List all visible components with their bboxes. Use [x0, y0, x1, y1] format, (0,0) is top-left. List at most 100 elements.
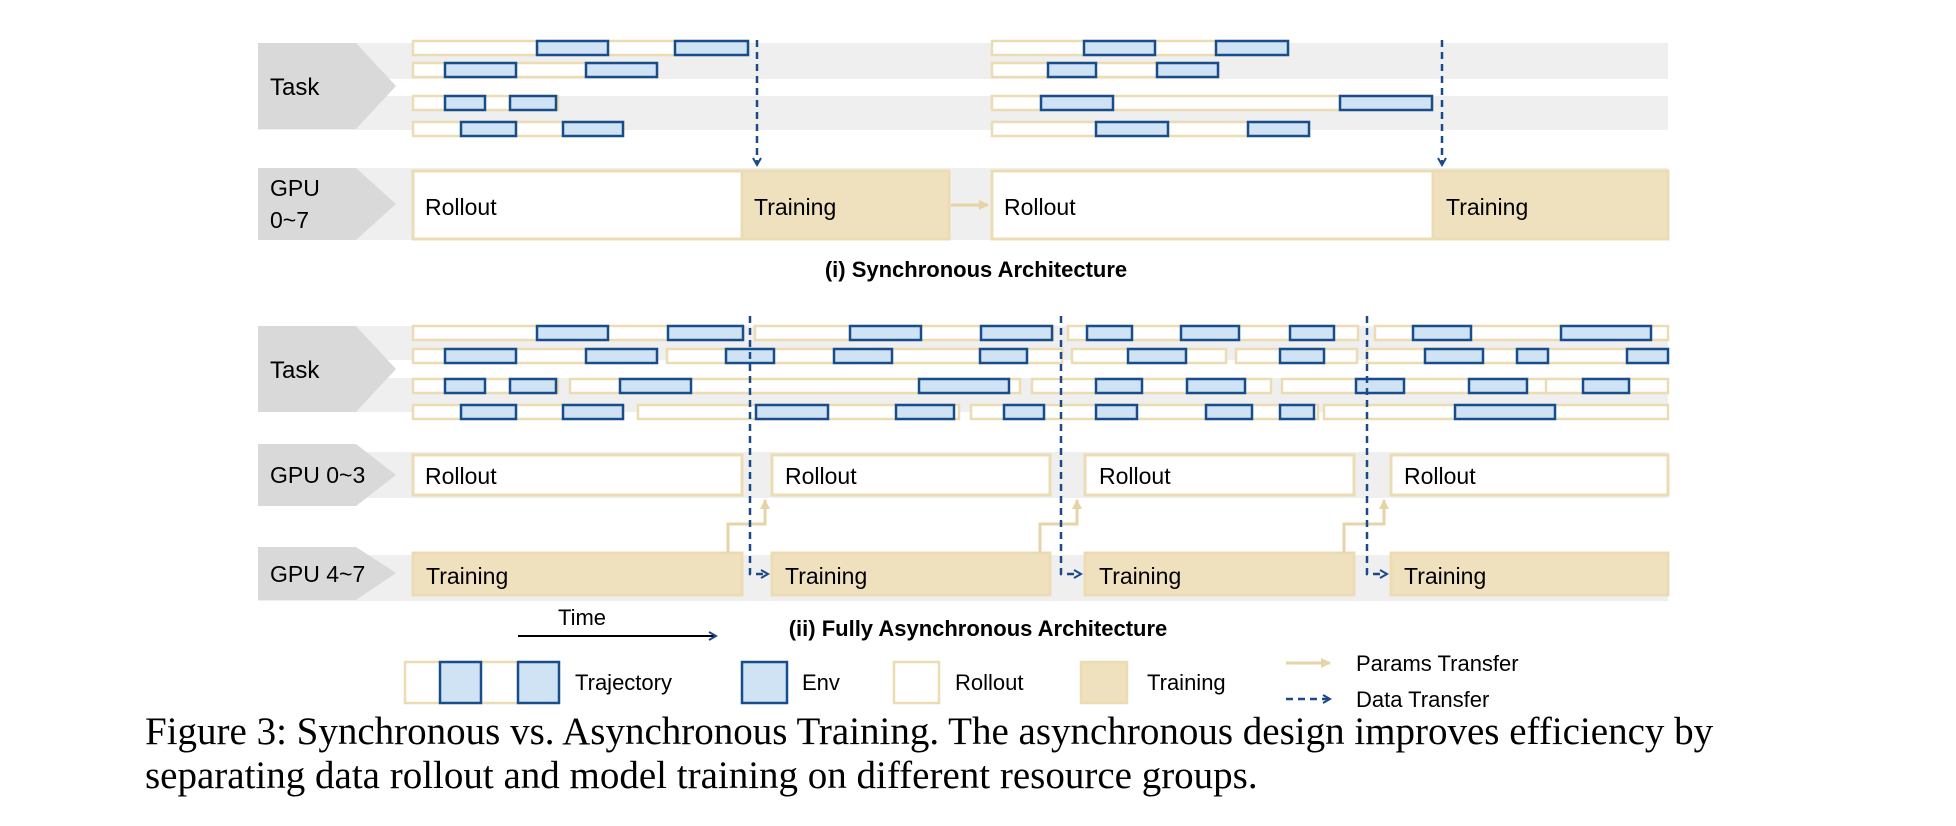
training-block — [740, 169, 951, 241]
env-block — [1559, 324, 1653, 342]
env-block — [1126, 347, 1188, 365]
training-label: Training — [1099, 563, 1181, 589]
async-section: Task — [258, 316, 1670, 641]
gpu-training-label: GPU 4~7 — [270, 561, 365, 587]
rollout-label: Rollout — [425, 194, 497, 220]
sync-section: Task — [258, 39, 1670, 282]
gpu-label-line1: GPU — [270, 175, 320, 201]
legend-training-swatch — [1079, 660, 1129, 705]
training-label: Training — [1404, 563, 1486, 589]
env-block — [754, 403, 830, 421]
env-block — [1214, 39, 1290, 57]
env-block — [1039, 94, 1115, 112]
env-block — [443, 347, 518, 365]
training-block — [411, 551, 744, 597]
env-block — [1338, 94, 1434, 112]
env-block — [1467, 377, 1529, 395]
env-block — [1094, 377, 1144, 395]
env-block — [917, 377, 1011, 395]
rollout-label: Rollout — [425, 463, 497, 489]
env-block — [443, 94, 487, 112]
rollout-label: Rollout — [1004, 194, 1076, 220]
task-label-tag: Task — [258, 43, 396, 129]
training-label: Training — [754, 194, 836, 220]
env-block — [561, 403, 625, 421]
env-block — [978, 347, 1029, 365]
rollout-block — [411, 169, 744, 241]
env-block — [1411, 324, 1473, 342]
env-block — [535, 39, 610, 57]
env-block — [1288, 324, 1336, 342]
legend-trajectory-swatch — [403, 660, 561, 705]
env-block — [1278, 347, 1326, 365]
legend-trajectory-label: Trajectory — [575, 670, 672, 695]
training-label: Training — [1446, 194, 1528, 220]
async-title: (ii) Fully Asynchronous Architecture — [789, 616, 1168, 641]
env-block — [1625, 347, 1670, 365]
env-block — [1278, 403, 1316, 421]
async-params-transfers — [726, 499, 1389, 553]
legend-training-label: Training — [1147, 670, 1226, 695]
env-block — [832, 347, 894, 365]
task-label-tag: Task — [258, 326, 396, 412]
legend-env-swatch — [740, 660, 789, 705]
env-block — [1354, 377, 1406, 395]
legend-env-label: Env — [802, 670, 840, 695]
env-block — [535, 324, 610, 342]
env-block — [459, 403, 518, 421]
env-block — [673, 39, 750, 57]
env-block — [894, 403, 956, 421]
rollout-block — [990, 169, 1435, 241]
env-block — [1155, 61, 1220, 79]
env-block — [1179, 324, 1241, 342]
data-transfer-arrow — [1365, 316, 1387, 574]
env-block — [1515, 347, 1550, 365]
legend-rollout-swatch — [892, 660, 941, 705]
training-block — [1083, 551, 1356, 597]
env-block — [584, 61, 659, 79]
training-block — [1389, 551, 1670, 597]
data-transfer-arrow — [1059, 316, 1081, 574]
env-block — [666, 324, 745, 342]
figure-caption: Figure 3: Synchronous vs. Asynchronous T… — [145, 710, 1714, 797]
task-label: Task — [270, 357, 320, 384]
env-block — [508, 377, 558, 395]
env-block — [1581, 377, 1631, 395]
env-block — [443, 377, 487, 395]
env-block — [1094, 120, 1170, 138]
gpu-label-tag: GPU 0~7 — [258, 168, 396, 240]
data-transfer-arrow — [748, 316, 768, 574]
env-block — [561, 120, 625, 138]
env-block — [1185, 377, 1247, 395]
env-block — [1094, 403, 1139, 421]
time-label: Time — [558, 605, 606, 630]
training-label: Training — [426, 563, 508, 589]
env-block — [459, 120, 518, 138]
async-envs — [443, 324, 1670, 421]
gpu-rollout-label-tag: GPU 0~3 — [258, 444, 396, 506]
rollout-block — [411, 453, 744, 497]
env-block — [1423, 347, 1485, 365]
params-transfer-arrow — [1038, 499, 1082, 553]
sync-title: (i) Synchronous Architecture — [825, 257, 1127, 282]
rollout-label: Rollout — [1099, 463, 1171, 489]
env-block — [584, 347, 659, 365]
env-block — [443, 61, 518, 79]
legend-params-label: Params Transfer — [1356, 651, 1519, 676]
env-block — [1082, 39, 1157, 57]
sync-envs-1 — [443, 39, 750, 138]
legend-data-label: Data Transfer — [1356, 687, 1489, 712]
env-block — [1002, 403, 1046, 421]
rollout-block — [1083, 453, 1356, 497]
env-block — [508, 94, 558, 112]
async-rollout-blocks — [411, 453, 1670, 497]
training-block — [1431, 169, 1670, 241]
params-transfer-arrow — [1342, 499, 1389, 553]
params-transfer-arrow — [726, 499, 770, 553]
training-block — [770, 551, 1052, 597]
legend-rollout-label: Rollout — [955, 670, 1023, 695]
rollout-block — [770, 453, 1052, 497]
env-block — [979, 324, 1054, 342]
env-block — [1046, 61, 1098, 79]
sync-envs-2 — [1039, 39, 1434, 138]
